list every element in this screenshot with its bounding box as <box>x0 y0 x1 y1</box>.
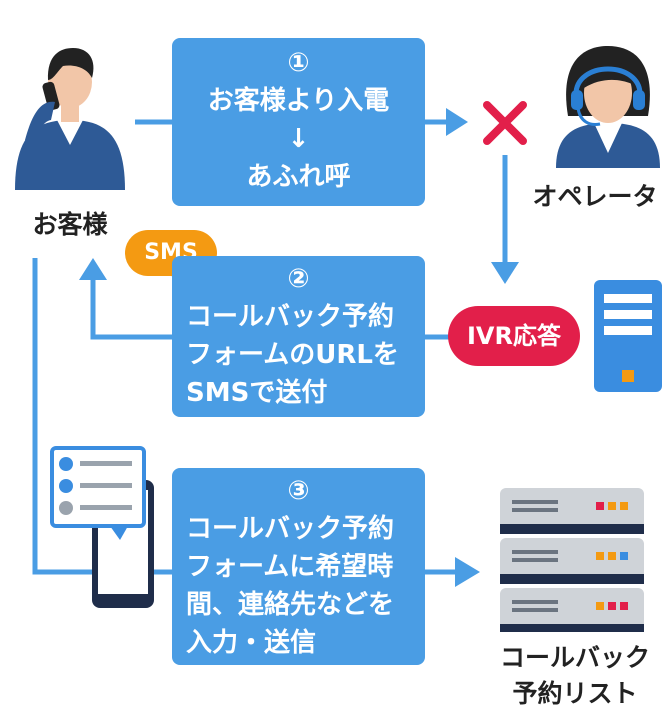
step3-line1: コールバック予約 <box>186 514 395 544</box>
step1-line1: お客様より入電 <box>207 86 390 116</box>
ivr-badge: IVR応答 <box>448 306 580 366</box>
arrow-to-customer <box>79 258 107 280</box>
callback-list-label-line1: コールバック <box>499 643 650 672</box>
callback-list-label-line2: 予約リスト <box>512 679 638 708</box>
step1-box: ① お客様より入電 ↓ あふれ呼 <box>172 38 425 206</box>
callback-list-label: コールバック 予約リスト <box>480 640 670 712</box>
step2-line3: SMSで送付 <box>186 378 328 408</box>
server-rack-icon <box>500 488 644 632</box>
step2-line2: フォームのURLを <box>186 340 399 370</box>
smartphone-checklist-icon <box>50 446 154 608</box>
step2-box: ② コールバック予約 フォームのURLを SMSで送付 <box>172 256 425 417</box>
ivr-server-icon <box>594 280 662 392</box>
step1-number: ① <box>287 48 310 78</box>
arrow-to-cross <box>446 108 468 136</box>
customer-phone-icon <box>15 48 125 190</box>
step3-box: ③ コールバック予約 フォームに希望時 間、連絡先などを 入力・送信 <box>172 468 425 665</box>
arrow-to-server <box>455 557 480 587</box>
step1-line2: あふれ呼 <box>246 162 351 192</box>
customer-label: お客様 <box>32 210 108 239</box>
step3-line4: 入力・送信 <box>186 628 317 658</box>
step2-line1: コールバック予約 <box>186 302 395 332</box>
operator-headset-icon <box>556 46 660 168</box>
step1-down-arrow: ↓ <box>287 124 310 154</box>
arrow-to-ivr <box>491 262 519 284</box>
step2-number: ② <box>287 264 310 294</box>
cross-icon <box>483 101 527 145</box>
step3-number: ③ <box>287 476 310 506</box>
step3-line2: フォームに希望時 <box>186 552 394 582</box>
step3-line3: 間、連絡先などを <box>186 590 395 620</box>
operator-label: オペレータ <box>532 182 658 211</box>
